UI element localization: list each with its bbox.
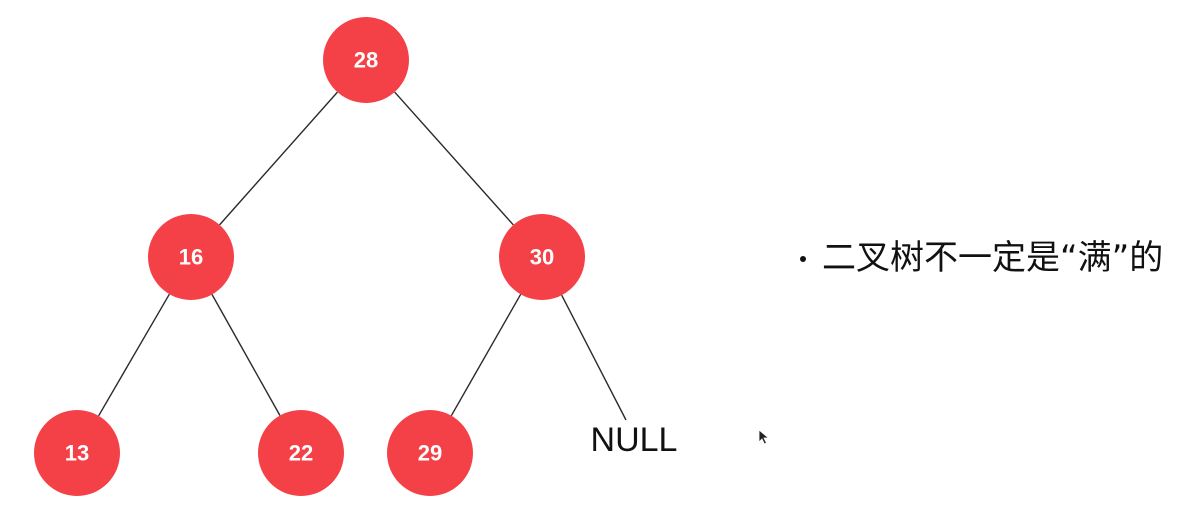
tree-node-13: 13	[34, 410, 120, 496]
tree-edge-30-29	[450, 293, 522, 417]
tree-edge-16-22	[211, 294, 281, 416]
tree-node-circle	[499, 214, 585, 300]
arrow-cursor-icon	[758, 429, 770, 445]
null-leaf-label: NULL	[591, 421, 678, 459]
tree-node-29: 29	[387, 410, 473, 496]
tree-node-label: 22	[289, 441, 313, 466]
tree-edge-30-null	[561, 294, 627, 421]
tree-nodes: 28 16 30 13 22 29 NULL	[34, 17, 677, 496]
tree-node-label: 29	[418, 441, 442, 466]
tree-node-circle	[148, 214, 234, 300]
tree-node-label: 30	[530, 245, 554, 270]
bullet-dot-icon	[800, 256, 806, 262]
tree-edges	[98, 91, 627, 421]
tree-node-label: 28	[354, 48, 378, 73]
tree-node-30: 30	[499, 214, 585, 300]
tree-edge-28-30	[394, 91, 514, 226]
tree-node-circle	[387, 410, 473, 496]
note-text: 二叉树不一定是“满”的	[822, 238, 1164, 278]
tree-node-circle	[34, 410, 120, 496]
tree-edge-16-13	[98, 293, 170, 417]
tree-edge-28-16	[219, 91, 338, 226]
tree-node-16: 16	[148, 214, 234, 300]
tree-node-22: 22	[258, 410, 344, 496]
tree-node-28: 28	[323, 17, 409, 103]
tree-node-label: 13	[65, 441, 89, 466]
tree-node-circle	[258, 410, 344, 496]
tree-node-circle	[323, 17, 409, 103]
note-bullet: 二叉树不一定是“满”的	[800, 236, 1163, 280]
tree-node-label: 16	[179, 245, 203, 270]
